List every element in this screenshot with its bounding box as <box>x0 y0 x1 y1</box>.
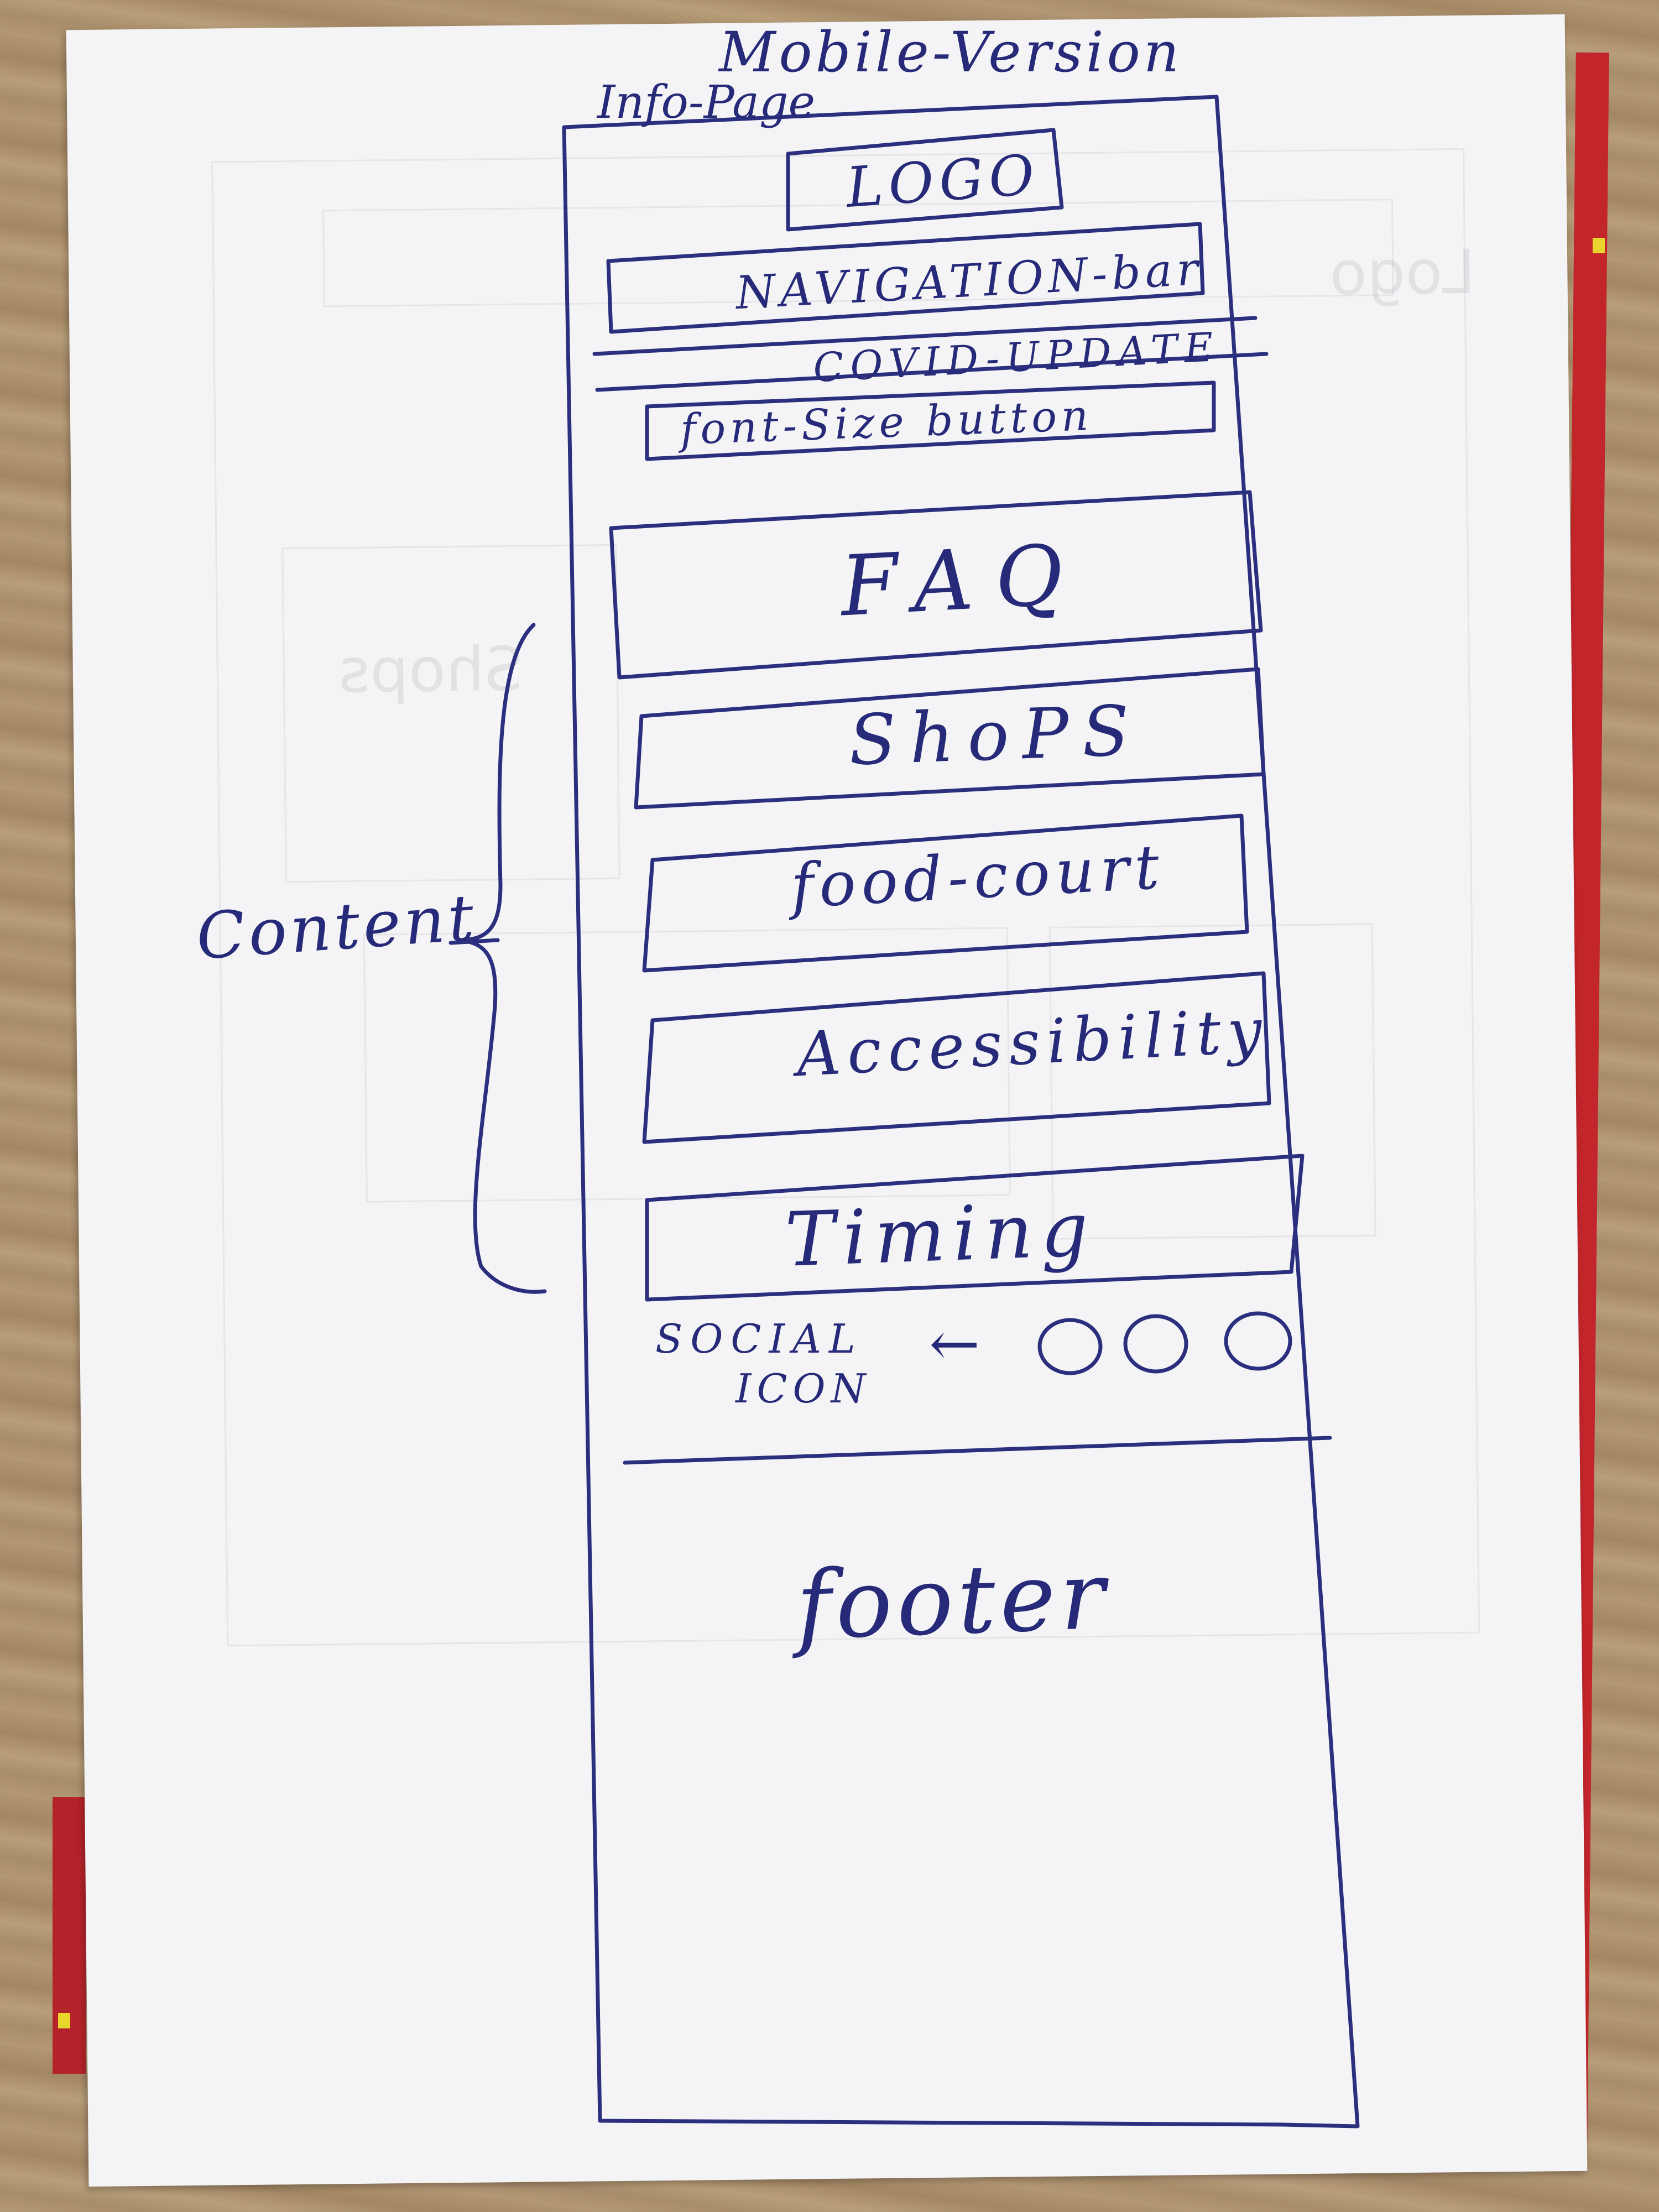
content-pointer-line <box>448 938 500 945</box>
faq-label: FAQ <box>838 526 1088 635</box>
timing-box <box>645 1154 1305 1302</box>
book-yellow-mark <box>58 2013 70 2028</box>
footer-divider <box>623 1436 1332 1465</box>
timing-label: Timing <box>784 1186 1098 1284</box>
food-court-box <box>642 813 1249 973</box>
mobile-version-title: Mobile-Version <box>719 20 1183 85</box>
content-annotation: Content <box>194 880 479 974</box>
covid-bottom-line <box>595 352 1269 392</box>
social-circle-icon <box>1123 1314 1188 1374</box>
accessibility-box <box>642 971 1271 1144</box>
font-size-box <box>645 380 1216 461</box>
faq-box <box>609 490 1263 680</box>
footer-label: footer <box>794 1541 1112 1661</box>
covid-top-line <box>592 316 1258 356</box>
food-court-label: food-court <box>789 831 1167 922</box>
logo-box <box>786 128 1064 232</box>
info-page-title: Info-Page <box>597 76 816 129</box>
arrow-left-icon: ← <box>929 1308 980 1379</box>
book-yellow-mark <box>1593 238 1605 253</box>
logo-label: LOGO <box>844 142 1042 221</box>
social-circle-icon <box>1224 1311 1292 1371</box>
content-brace <box>457 623 547 1294</box>
phone-outline <box>562 95 1360 2128</box>
shops-box <box>634 667 1266 810</box>
navigation-box <box>606 222 1205 334</box>
shops-label: ShoPS <box>847 690 1144 781</box>
social-icon-line1: SOCIAL <box>655 1316 863 1362</box>
social-icon-line2: ICON <box>735 1365 872 1412</box>
social-circle-icon <box>1037 1318 1103 1375</box>
